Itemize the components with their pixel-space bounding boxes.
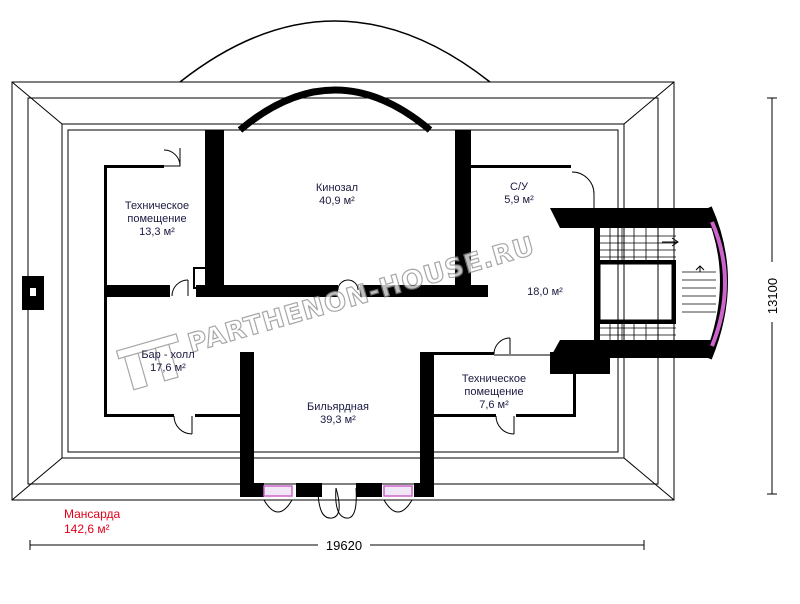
room-tech1-name1: Техническое	[125, 200, 189, 212]
room-tech2-name2: помещение	[464, 386, 523, 398]
bay-window	[704, 206, 728, 360]
walls	[104, 130, 718, 497]
staircase	[600, 228, 716, 352]
room-wc-name: С/У	[510, 181, 529, 193]
room-bar: Бар - холл 17,6 м²	[141, 349, 194, 374]
height-dimension-label: 13100	[765, 278, 780, 314]
room-cinema: Кинозал 40,9 м²	[316, 182, 358, 207]
thin-walls	[494, 263, 673, 356]
room-wc-area: 5,9 м²	[504, 194, 534, 206]
room-hall: 18,0 м²	[527, 286, 563, 298]
room-bar-name: Бар - холл	[141, 349, 194, 361]
room-bar-area: 17,6 м²	[150, 362, 186, 374]
room-cinema-name: Кинозал	[316, 182, 358, 194]
room-tech1-area: 13,3 м²	[139, 226, 175, 238]
cinema-arch	[237, 86, 433, 133]
windows	[263, 485, 413, 497]
floor-title-name: Мансарда	[64, 507, 121, 521]
room-wc: С/У 5,9 м²	[504, 181, 534, 206]
room-billiard-name: Бильярдная	[307, 401, 369, 413]
chimney	[22, 276, 44, 310]
doors	[163, 148, 595, 519]
room-billiard-area: 39,3 м²	[320, 414, 356, 426]
room-tech2: Техническое помещение 7,6 м²	[462, 373, 526, 411]
room-tech1: Техническое помещение 13,3 м²	[125, 200, 189, 238]
room-tech2-area: 7,6 м²	[479, 399, 509, 411]
room-billiard: Бильярдная 39,3 м²	[307, 401, 369, 426]
floor-title-area: 142,6 м²	[64, 522, 110, 536]
room-tech1-name2: помещение	[127, 213, 186, 225]
room-cinema-area: 40,9 м²	[319, 195, 355, 207]
floor-title: Мансарда 142,6 м²	[64, 507, 121, 536]
width-dimension	[29, 540, 645, 550]
room-tech2-name1: Техническое	[462, 373, 526, 385]
roof-arch	[179, 20, 491, 83]
width-dimension-label: 19620	[326, 538, 362, 553]
height-dimension	[767, 97, 777, 495]
stair-arrow	[662, 237, 705, 272]
room-hall-area: 18,0 м²	[527, 286, 563, 298]
